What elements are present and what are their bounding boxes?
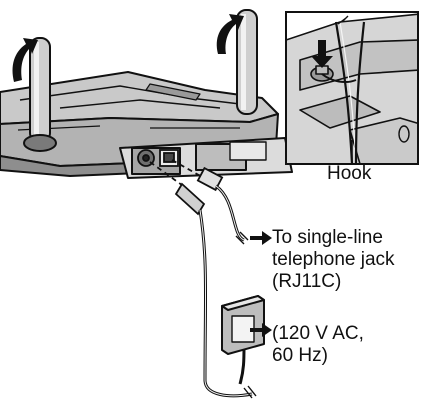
ac-power-arrow-icon	[250, 323, 272, 337]
telephone-jack-label-line-1: To single-line	[272, 227, 383, 248]
hook-press-arrow-icon	[311, 40, 333, 68]
ac-power-label-line-1: (120 V AC,	[272, 323, 364, 344]
telephone-line-cord	[171, 159, 249, 245]
left-antenna-raise-arrow-icon	[12, 38, 38, 82]
hook-label: Hook	[327, 163, 371, 185]
ac-adaptor-cord	[149, 161, 257, 399]
tel-line-jack	[159, 149, 179, 167]
telephone-jack-label-line-2: telephone jack	[272, 249, 395, 270]
right-antenna	[236, 9, 258, 115]
telephone-jack-arrow-icon	[250, 231, 272, 245]
ac-power-label-line-2: 60 Hz)	[272, 345, 328, 366]
telephone-jack-label-line-3: (RJ11C)	[272, 271, 342, 292]
right-antenna-raise-arrow-icon	[216, 14, 244, 54]
hook-label-text: Hook	[327, 163, 372, 184]
hook-detail-inset	[285, 11, 419, 165]
telephone-jack-label: To single-line telephone jack (RJ11C)	[272, 227, 395, 293]
left-antenna	[23, 37, 57, 152]
ac-adaptor	[221, 295, 265, 355]
ac-power-label: (120 V AC, 60 Hz)	[272, 323, 364, 367]
